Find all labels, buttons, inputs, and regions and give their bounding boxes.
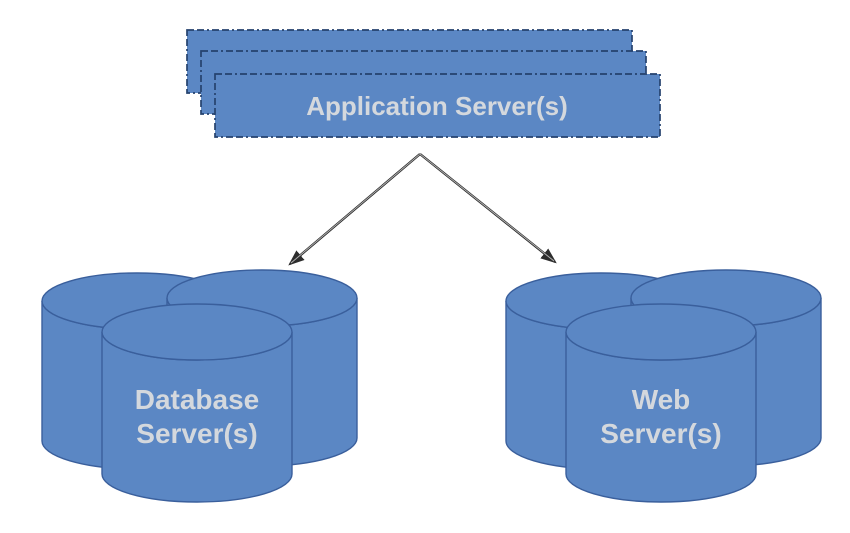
edges bbox=[288, 153, 557, 266]
database-label-line1: Database bbox=[135, 384, 260, 415]
web-label-line1: Web bbox=[632, 384, 691, 415]
web-cylinder-front-top bbox=[565, 303, 757, 361]
arrow-to-web-highlight bbox=[419, 153, 555, 262]
app-server-stack: Application Server(s) bbox=[186, 29, 661, 138]
arrow-to-database-highlight bbox=[290, 153, 421, 264]
database-cylinder-front-top bbox=[101, 303, 293, 361]
arrow-to-web bbox=[419, 153, 557, 264]
app-server-label: Application Server(s) bbox=[306, 91, 568, 121]
web-label-line2: Server(s) bbox=[600, 418, 721, 449]
database-cluster: Database Server(s) bbox=[41, 269, 358, 503]
app-server-box-front bbox=[214, 73, 661, 138]
arrow-to-database bbox=[288, 153, 421, 266]
database-label-line2: Server(s) bbox=[136, 418, 257, 449]
web-cluster: Web Server(s) bbox=[505, 269, 822, 503]
